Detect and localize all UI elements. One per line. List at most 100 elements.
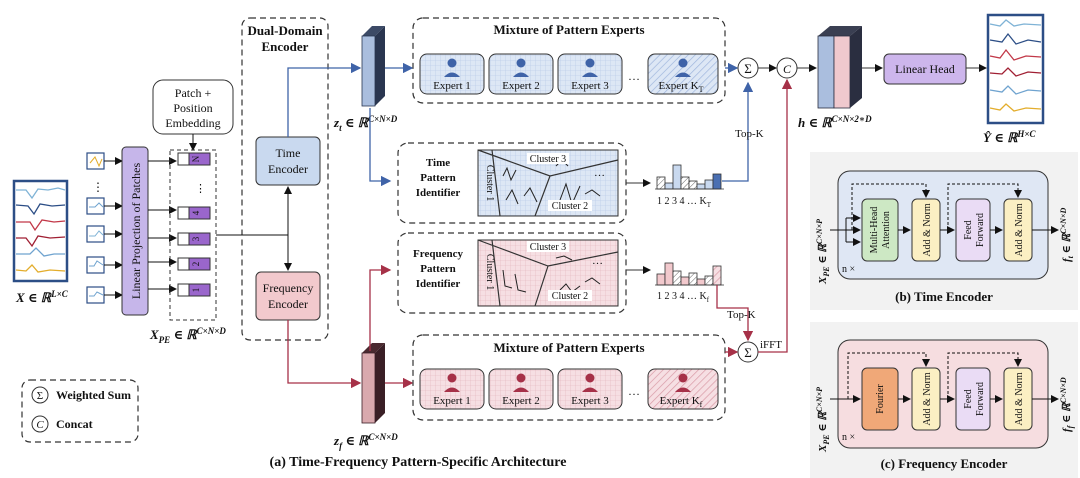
svg-text:Mixture of Pattern Experts: Mixture of Pattern Experts [493,340,644,355]
svg-text:FeedForward: FeedForward [963,382,986,416]
svg-text:C: C [783,62,792,76]
svg-text:Patch +: Patch + [175,86,212,100]
svg-text:Expert 3: Expert 3 [571,395,609,407]
svg-text:Cluster 3: Cluster 3 [530,242,566,253]
input-series-panel [12,179,69,283]
svg-text:Fourier: Fourier [875,384,886,414]
h-tensor [817,26,862,109]
svg-text:Cluster 3: Cluster 3 [530,154,566,165]
ifft-label: iFFT [760,339,782,351]
linear-head-block [883,53,967,85]
moe-frequency [412,334,726,421]
svg-text:3: 3 [191,236,201,241]
legend [21,379,139,443]
svg-text:4: 4 [191,210,201,215]
frequency-encoder-block [255,271,321,321]
svg-text:Expert 3: Expert 3 [571,80,609,92]
svg-text:Expert Kf: Expert Kf [660,395,703,409]
svg-text:Identifier: Identifier [416,278,461,290]
svg-text:Pattern: Pattern [420,263,455,275]
svg-text:…: … [628,384,640,398]
zt-tensor [361,26,385,107]
svg-text:C: C [36,419,44,431]
svg-text:Mixture of Pattern Experts: Mixture of Pattern Experts [493,22,644,37]
h-label: h ∈ ℝC×N×2∗D [798,114,872,130]
moe-time [412,17,726,104]
expert-person-icons-time [444,58,691,77]
svg-text:N: N [191,155,201,162]
svg-text:Frequency: Frequency [263,281,314,295]
svg-text:Dual-Domain: Dual-Domain [247,23,323,38]
legend-sum-label: Weighted Sum [56,388,131,402]
svg-text:Cluster 2: Cluster 2 [552,291,588,302]
b-output-label: ft ∈ ℝC×N×D [1059,208,1075,262]
svg-text:n ×: n × [842,264,855,275]
input-label: X ∈ ℝL×C [15,289,69,305]
linear-projection-block [121,146,149,316]
svg-text:Frequency: Frequency [413,248,463,260]
svg-text:Add & Norm: Add & Norm [1014,372,1025,426]
token-list: N ⋮ 4 3 2 1 [177,152,211,297]
svg-text:Cluster 2: Cluster 2 [552,201,588,212]
freq-hist-labels: 1 2 3 4 … Kf [657,291,710,304]
svg-text:Encoder: Encoder [262,39,309,54]
time-hist-labels: 1 2 3 4 … KT [657,196,712,209]
patches [86,152,105,304]
svg-text:Time: Time [426,157,450,169]
time-histogram [655,164,724,190]
svg-text:1: 1 [191,288,201,293]
svg-text:Σ: Σ [744,345,752,360]
caption-b: (b) Time Encoder [895,289,993,304]
svg-text:…: … [594,167,605,179]
svg-text:Add & Norm: Add & Norm [1014,203,1025,257]
svg-text:Embedding: Embedding [165,116,220,130]
xpe-label: XPE ∈ ℝC×N×D [149,326,226,345]
b-input-label: XPE ∈ ℝC×N×P [815,219,831,285]
svg-text:Σ: Σ [37,390,43,402]
c-input-label: XPE ∈ ℝC×N×P [815,387,831,453]
c-output-label: ff ∈ ℝC×N×D [1059,377,1075,432]
svg-text:⋮: ⋮ [195,183,206,195]
linear-projection-label: Linear Projection of Patches [129,163,143,300]
svg-text:Σ: Σ [744,61,752,76]
caption-a: (a) Time-Frequency Pattern-Specific Arch… [270,455,567,470]
svg-text:Cluster 1: Cluster 1 [484,254,495,290]
svg-text:Position: Position [173,101,212,115]
svg-text:Encoder: Encoder [268,162,308,176]
svg-text:FeedForward: FeedForward [963,213,986,247]
zt-label: zt ∈ ℝC×N×D [333,114,398,133]
time-encoder-block [255,136,321,186]
zf-label: zf ∈ ℝC×N×D [333,432,398,451]
svg-text:…: … [592,255,603,267]
freq-histogram [655,262,724,286]
svg-text:Add & Norm: Add & Norm [922,372,933,426]
svg-text:Add & Norm: Add & Norm [922,203,933,257]
svg-text:Multi-HeadAttention: Multi-HeadAttention [869,207,892,254]
mha-block [861,198,899,262]
svg-text:Time: Time [276,146,301,160]
zf-tensor [361,343,385,424]
token-stack [169,149,217,321]
svg-text:Pattern: Pattern [420,172,455,184]
output-series-panel [986,13,1045,125]
svg-text:Encoder: Encoder [268,297,308,311]
svg-text:Linear Head: Linear Head [895,62,955,76]
svg-text:⋮: ⋮ [92,180,104,194]
svg-text:Expert 2: Expert 2 [502,395,540,407]
output-label: Ŷ ∈ ℝH×C [983,129,1037,145]
topk-label-time: Top-K [735,128,764,140]
svg-text:Expert 1: Expert 1 [433,395,471,407]
svg-text:2: 2 [191,262,201,267]
svg-text:Expert 1: Expert 1 [433,80,471,92]
legend-concat-label: Concat [56,417,93,431]
svg-text:n ×: n × [842,432,855,443]
svg-text:Expert KT: Expert KT [659,80,704,94]
frequency-pattern-identifier [397,232,627,314]
svg-text:Cluster 1: Cluster 1 [484,165,495,201]
svg-text:Identifier: Identifier [416,187,461,199]
svg-text:Expert 2: Expert 2 [502,80,540,92]
dual-domain-encoder [241,17,329,341]
topk-label-freq: Top-K [727,309,756,321]
